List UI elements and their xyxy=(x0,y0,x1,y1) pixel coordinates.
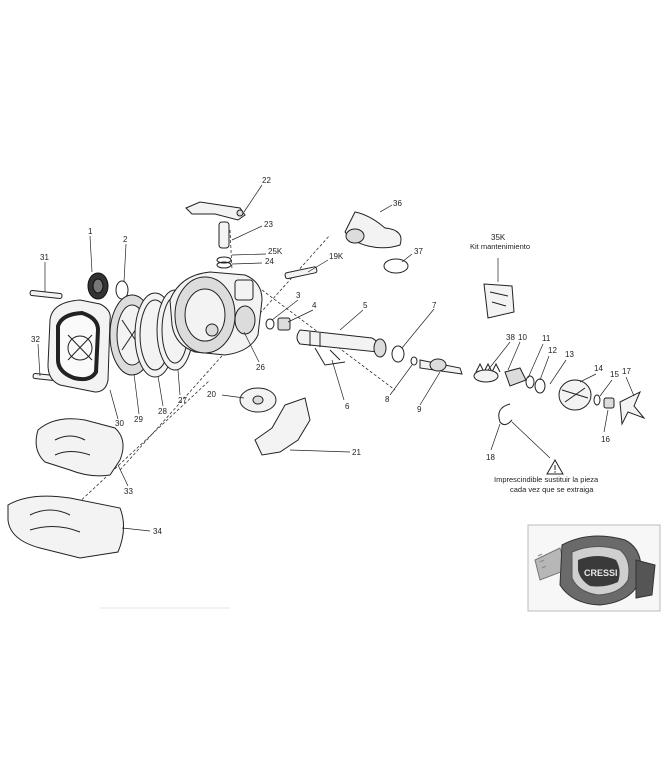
label-24: 24 xyxy=(265,257,274,266)
front-cover-30 xyxy=(47,299,111,393)
o-ring-12 xyxy=(534,378,546,394)
label-19K: 19K xyxy=(329,252,344,261)
label-7: 7 xyxy=(432,301,437,310)
tube-5 xyxy=(296,329,387,358)
seat-10 xyxy=(504,367,527,387)
o-ring-11 xyxy=(525,375,535,389)
cover-34 xyxy=(7,495,124,559)
warning-triangle-icon xyxy=(546,458,564,475)
clip-6 xyxy=(314,347,346,366)
housing-26 xyxy=(169,271,263,356)
label-28: 28 xyxy=(158,407,167,416)
brand-logo: CRESSI xyxy=(584,568,618,578)
label-34: 34 xyxy=(153,527,162,536)
label-9: 9 xyxy=(417,405,422,414)
label-11: 11 xyxy=(542,334,551,343)
label-14: 14 xyxy=(594,364,603,373)
label-3: 3 xyxy=(296,291,301,300)
spider-17 xyxy=(619,390,646,426)
label-35K: 35K xyxy=(491,233,506,242)
leader-lines xyxy=(37,184,635,532)
label-26: 26 xyxy=(256,363,265,372)
o-ring-7 xyxy=(391,345,405,363)
o-ring-15 xyxy=(593,394,601,406)
mouthpiece-36 xyxy=(344,211,402,249)
label-5: 5 xyxy=(363,301,368,310)
diaphragm-1 xyxy=(87,272,109,300)
kit-caption: Kit mantenimiento xyxy=(470,242,530,251)
pin-31 xyxy=(29,290,63,299)
warning-line-2: cada vez que se extraiga xyxy=(510,485,594,494)
label-17: 17 xyxy=(622,367,631,376)
cable-tie-37 xyxy=(383,258,409,274)
clip-18 xyxy=(498,403,513,426)
label-22: 22 xyxy=(262,176,271,185)
label-2: 2 xyxy=(123,235,128,244)
label-27: 27 xyxy=(178,396,187,405)
label-25K: 25K xyxy=(268,247,283,256)
label-16: 16 xyxy=(601,435,610,444)
label-8: 8 xyxy=(385,395,390,404)
spring-38 xyxy=(473,362,501,383)
stem-23 xyxy=(218,221,230,249)
label-4: 4 xyxy=(312,301,317,310)
exhaust-valve-20 xyxy=(239,387,277,413)
kit-bag-35K xyxy=(483,283,515,319)
o-ring-3 xyxy=(265,318,275,330)
label-13: 13 xyxy=(565,350,574,359)
label-36: 36 xyxy=(393,199,402,208)
label-6: 6 xyxy=(345,402,350,411)
warning-line-1: Imprescindible sustituir la pieza xyxy=(494,475,599,484)
product-photo: CRESSI xyxy=(527,524,661,612)
label-30: 30 xyxy=(115,419,124,428)
o-ring-8 xyxy=(410,356,418,366)
label-20: 20 xyxy=(207,390,216,399)
label-10: 10 xyxy=(518,333,527,342)
lever-22 xyxy=(185,201,246,221)
cap-14 xyxy=(558,379,592,411)
nut-16 xyxy=(603,397,615,409)
label-32: 32 xyxy=(31,335,40,344)
label-18: 18 xyxy=(486,453,495,462)
label-37: 37 xyxy=(414,247,423,256)
label-12: 12 xyxy=(548,346,557,355)
screw-19K xyxy=(284,266,318,280)
label-1: 1 xyxy=(88,227,93,236)
label-23: 23 xyxy=(264,220,273,229)
spring-24 xyxy=(216,256,232,269)
label-21: 21 xyxy=(352,448,361,457)
label-29: 29 xyxy=(134,415,143,424)
label-15: 15 xyxy=(610,370,619,379)
label-31: 31 xyxy=(40,253,49,262)
part-labels: 1 2 3 4 5 6 7 8 9 10 11 12 13 14 15 16 1… xyxy=(31,176,631,536)
cover-33 xyxy=(35,418,124,477)
exhaust-tee-21 xyxy=(254,397,311,456)
nut-4 xyxy=(277,317,291,331)
label-38: 38 xyxy=(506,333,515,342)
poppet-9 xyxy=(419,358,463,375)
label-33: 33 xyxy=(124,487,133,496)
